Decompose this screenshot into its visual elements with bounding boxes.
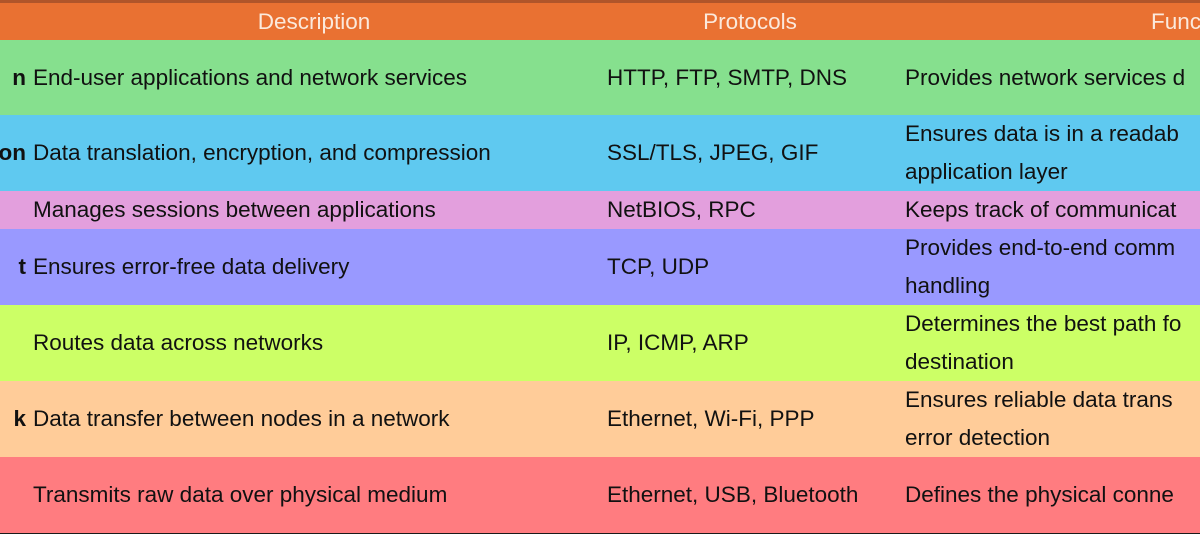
cell-protocols: Ethernet, USB, Bluetooth bbox=[601, 457, 900, 534]
cell-description: Data translation, encryption, and compre… bbox=[27, 115, 602, 192]
cell-description: End-user applications and network servic… bbox=[27, 40, 602, 116]
cell-layer: k bbox=[0, 381, 28, 458]
header-layer bbox=[0, 3, 28, 41]
cell-functions: Provides end-to-end comm handling bbox=[899, 229, 1200, 306]
cell-functions: Ensures reliable data trans error detect… bbox=[899, 381, 1200, 458]
cell-functions: Determines the best path fo destination bbox=[899, 305, 1200, 382]
cell-layer: n bbox=[0, 40, 28, 116]
cell-description: Routes data across networks bbox=[27, 305, 602, 382]
header-functions: Functi bbox=[899, 3, 1200, 41]
header-protocols: Protocols bbox=[601, 3, 900, 41]
cell-protocols: Ethernet, Wi-Fi, PPP bbox=[601, 381, 900, 458]
cell-protocols: NetBIOS, RPC bbox=[601, 191, 900, 230]
cell-protocols: IP, ICMP, ARP bbox=[601, 305, 900, 382]
cell-description: Transmits raw data over physical medium bbox=[27, 457, 602, 534]
table-top-border bbox=[0, 0, 1200, 3]
cell-layer bbox=[0, 305, 28, 382]
cell-functions: Ensures data is in a readab application … bbox=[899, 115, 1200, 192]
cell-functions: Provides network services d bbox=[899, 40, 1200, 116]
cell-protocols: HTTP, FTP, SMTP, DNS bbox=[601, 40, 900, 116]
cell-functions: Keeps track of communicat bbox=[899, 191, 1200, 230]
cell-protocols: SSL/TLS, JPEG, GIF bbox=[601, 115, 900, 192]
cell-functions: Defines the physical conne bbox=[899, 457, 1200, 534]
cell-description: Data transfer between nodes in a network bbox=[27, 381, 602, 458]
cell-protocols: TCP, UDP bbox=[601, 229, 900, 306]
cell-description: Manages sessions between applications bbox=[27, 191, 602, 230]
cell-description: Ensures error-free data delivery bbox=[27, 229, 602, 306]
cell-layer: on bbox=[0, 115, 28, 192]
header-description: Description bbox=[27, 3, 602, 41]
cell-layer bbox=[0, 457, 28, 534]
cell-layer: t bbox=[0, 229, 28, 306]
cell-layer bbox=[0, 191, 28, 230]
